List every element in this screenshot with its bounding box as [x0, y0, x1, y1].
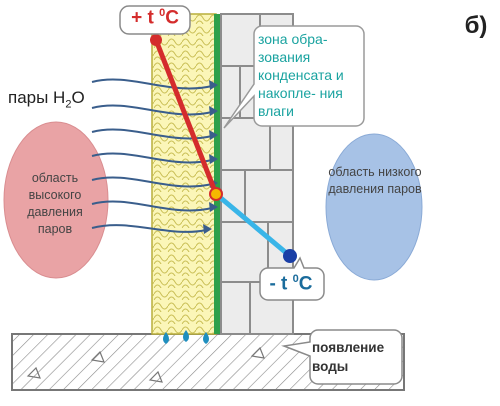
- figure-tag: б): [464, 12, 488, 39]
- warm-temp-prefix: + t: [131, 7, 160, 29]
- warm-point: [150, 34, 162, 46]
- low-pressure-area: [325, 133, 423, 281]
- vapor-barrier: [214, 14, 220, 334]
- cold-temperature-line: [214, 192, 292, 258]
- high-pressure-label: область высокого давления паров: [27, 171, 83, 236]
- insulation-texture: [152, 14, 216, 334]
- vapor-subscript: 2: [65, 98, 72, 111]
- cold-temperature-label: - t 0C: [258, 273, 324, 295]
- cold-point: [283, 249, 297, 263]
- cold-temp-degree: 0: [292, 273, 299, 285]
- zone-callout: [223, 25, 365, 129]
- cold-temp-unit: C: [298, 273, 313, 295]
- vapor-arrows: [91, 78, 213, 233]
- warm-temp-degree: 0: [159, 7, 166, 19]
- low-pressure-label: область низкого давления паров: [328, 165, 422, 196]
- warm-temp-unit: C: [165, 7, 179, 29]
- warm-temperature-line: [153, 39, 219, 195]
- vapor-label-text: пары H: [8, 88, 66, 107]
- vapor-label-suffix: O: [71, 88, 85, 107]
- water-appearance-label: появление воды: [312, 340, 385, 374]
- warm-temperature-label: + t 0C: [120, 7, 190, 29]
- condensation-zone-label: зона обра- зования конденсата и накопле-…: [258, 31, 344, 119]
- water-drops: [163, 330, 209, 344]
- high-pressure-area: [3, 121, 109, 279]
- minus-temp-box: [259, 256, 325, 301]
- dew-point: [209, 187, 223, 201]
- cold-temp-prefix: - t: [269, 273, 293, 295]
- plus-temp-box: [119, 5, 191, 35]
- water-callout: [281, 329, 403, 385]
- vapor-label: пары H2O: [8, 88, 118, 110]
